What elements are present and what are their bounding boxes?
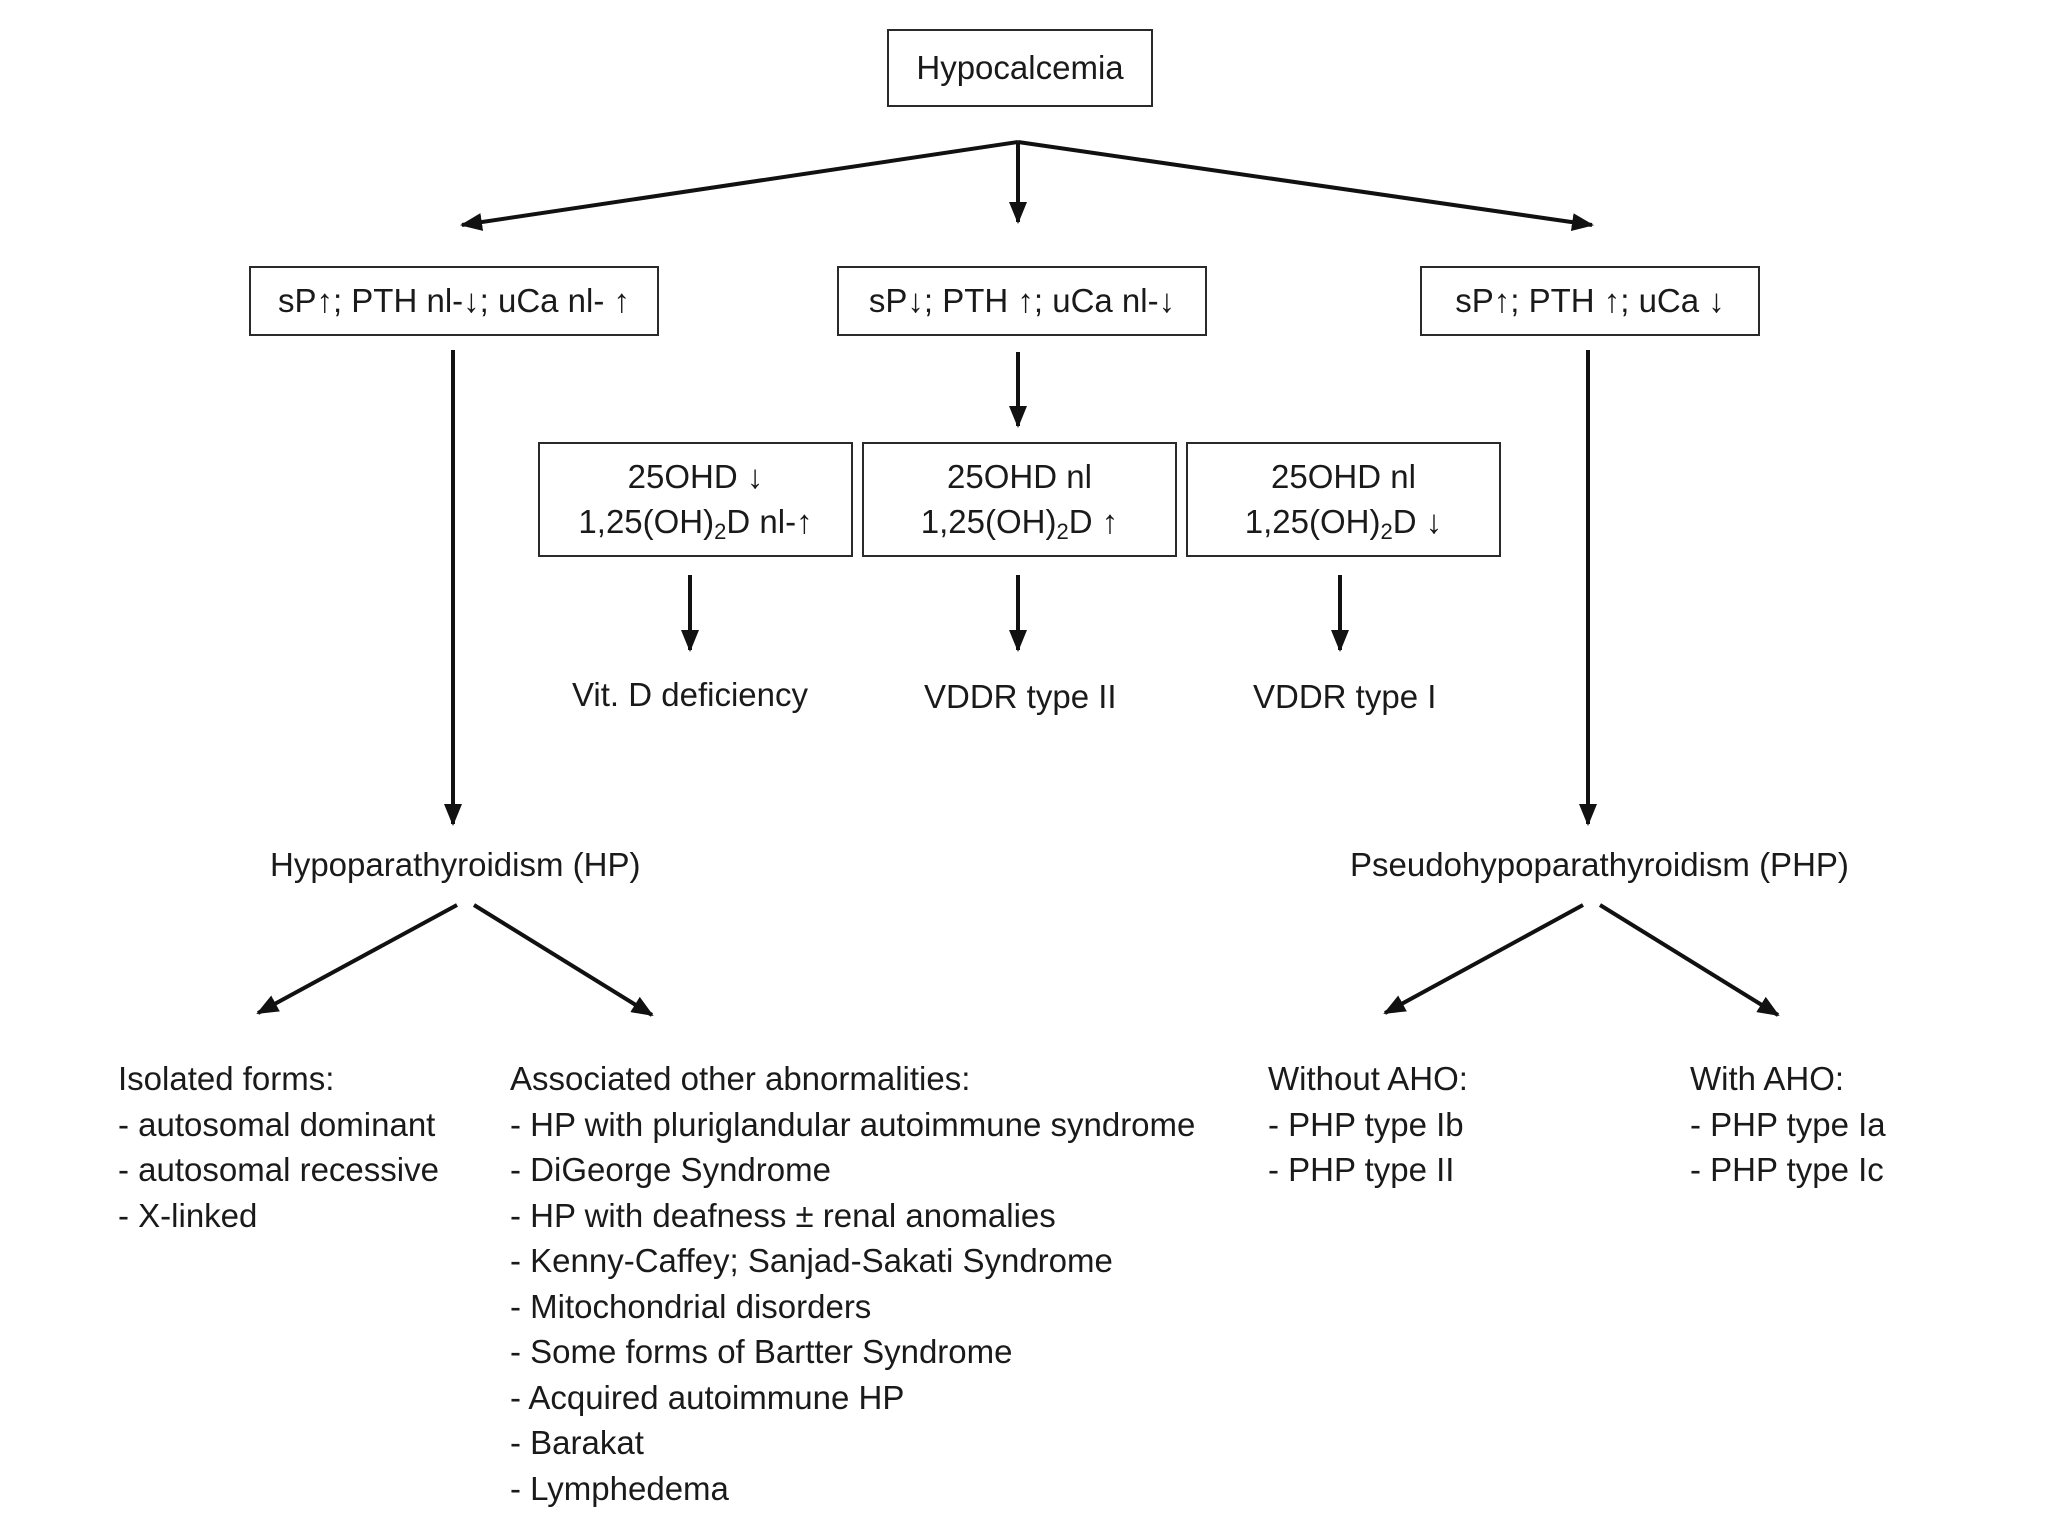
list-item: - autosomal recessive <box>118 1151 439 1188</box>
php-without-aho-title: Without AHO: <box>1268 1060 1468 1097</box>
hp-label: Hypoparathyroidism (HP) <box>270 846 641 883</box>
vitd-box-2-line2: 1,25(OH)2D ↑ <box>920 502 1119 544</box>
arrow-root-right <box>1017 140 1594 232</box>
list-item: - Mitochondrial disorders <box>510 1287 872 1325</box>
vitd-box-3: 25OHD nl 1,25(OH)2D ↓ <box>1186 442 1501 557</box>
hp-associated-title: Associated other abnormalities: <box>510 1060 971 1097</box>
list-item: - Barakat <box>510 1424 644 1461</box>
php-without-aho-list: Without AHO: - PHP type Ib - PHP type II <box>1268 1056 1468 1193</box>
arrow-hp-associated <box>472 903 654 1017</box>
list-item: - HP with deafness ± renal anomalies <box>510 1196 1056 1234</box>
list-item: - Kenny-Caffey; Sanjad-Sakati Syndrome <box>510 1242 1113 1279</box>
vitd-box-1-line1: 25OHD ↓ <box>627 457 764 495</box>
vitd-box-1-line2: 1,25(OH)2D nl-↑ <box>578 502 813 544</box>
list-item: - Some forms of Bartter Syndrome <box>510 1333 1013 1370</box>
list-item: - PHP type Ia <box>1690 1105 1886 1143</box>
php-label: Pseudohypoparathyroidism (PHP) <box>1350 846 1849 883</box>
list-item: - autosomal dominant <box>118 1105 436 1143</box>
vitd-box-2-line1: 25OHD nl <box>947 457 1092 495</box>
hypocalcemia-label: Hypocalcemia <box>916 48 1124 86</box>
list-item: - Acquired autoimmune HP <box>510 1378 905 1416</box>
list-item: - DiGeorge Syndrome <box>510 1151 831 1188</box>
list-item: - PHP type II <box>1268 1151 1455 1188</box>
list-item: - PHP type Ib <box>1268 1105 1464 1143</box>
branch-middle-box: sP↓; PTH ↑; uCa nl-↓ <box>837 266 1207 336</box>
php-with-aho-title: With AHO: <box>1690 1060 1845 1097</box>
vitd-box-3-line1: 25OHD nl <box>1271 457 1416 495</box>
branch-middle-label: sP↓; PTH ↑; uCa nl-↓ <box>868 281 1176 319</box>
php-with-aho-list: With AHO: - PHP type Ia - PHP type Ic <box>1690 1056 1886 1193</box>
list-item: - X-linked <box>118 1196 258 1234</box>
vitd-box-3-line2: 1,25(OH)2D ↓ <box>1244 502 1443 544</box>
branch-left-label: sP↑; PTH nl-↓; uCa nl- ↑ <box>277 281 631 319</box>
list-item: - Lymphedema <box>510 1469 729 1507</box>
arrow-hp-isolated <box>256 903 458 1015</box>
list-item: - HP with pluriglandular autoimmune synd… <box>510 1105 1196 1143</box>
vitd-box-1: 25OHD ↓ 1,25(OH)2D nl-↑ <box>538 442 853 557</box>
hypocalcemia-box: Hypocalcemia <box>887 29 1153 107</box>
hp-isolated-list: Isolated forms: - autosomal dominant - a… <box>118 1056 439 1238</box>
hp-associated-list: Associated other abnormalities: - HP wit… <box>510 1056 1195 1511</box>
hp-isolated-title: Isolated forms: <box>118 1060 335 1097</box>
vitd-box-2: 25OHD nl 1,25(OH)2D ↑ <box>862 442 1177 557</box>
arrow-root-left <box>460 140 1019 231</box>
branch-right-label: sP↑; PTH ↑; uCa ↓ <box>1455 281 1725 319</box>
outcome-vddr-type-i: VDDR type I <box>1253 678 1437 715</box>
arrow-php-with <box>1598 903 1780 1017</box>
outcome-vit-d-deficiency: Vit. D deficiency <box>572 676 808 713</box>
branch-right-box: sP↑; PTH ↑; uCa ↓ <box>1420 266 1760 336</box>
arrow-php-without <box>1383 903 1584 1015</box>
list-item: - PHP type Ic <box>1690 1151 1884 1188</box>
outcome-vddr-type-ii: VDDR type II <box>924 678 1117 715</box>
branch-left-box: sP↑; PTH nl-↓; uCa nl- ↑ <box>249 266 659 336</box>
